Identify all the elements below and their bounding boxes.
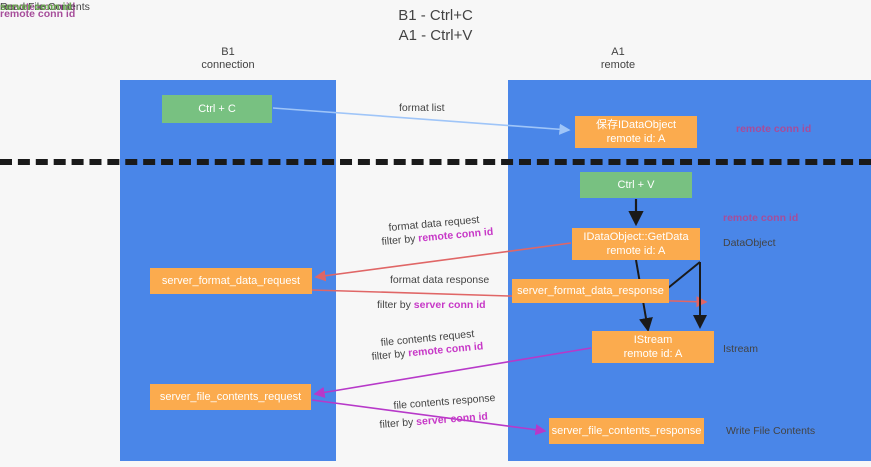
arrow-format-data-request [314,242,572,282]
side-label-server-conn-id-left-1: server conn id [0,1,72,13]
arrow-file-contents-response [311,399,547,436]
edge-label-format-list-text: format list [399,102,445,114]
node-ctrl-c-label: Ctrl + C [198,103,236,115]
title-line-1: B1 - Ctrl+C [398,7,473,24]
node-getdata-sub: remote id: A [606,245,666,257]
node-server-format-data-request[interactable]: server_format_data_request [150,268,312,294]
arrow-file-contents-request [313,347,592,398]
node-server-file-contents-response[interactable]: server_file_contents_response [549,418,704,444]
node-server-file-contents-request[interactable]: server_file_contents_request [150,384,311,410]
lane-a1-name: A1 [611,46,625,58]
edge-label-format-data-response: format data response [390,273,489,287]
node-ctrl-v-label: Ctrl + V [617,179,655,191]
filter-prefix: filter by [381,232,419,248]
node-server-format-data-response-label: server_format_data_response [517,285,664,297]
side-label-write-file-contents: Write File Contents [726,425,816,437]
node-save-idataobject-sub: remote id: A [606,133,666,145]
edge-label-format-list: format list [399,101,445,115]
title-line-2: A1 - Ctrl+V [398,27,473,44]
node-ctrl-v[interactable]: Ctrl + V [580,172,692,198]
lane-a1-sub: remote [600,59,636,71]
node-server-format-data-request-label: server_format_data_request [161,275,301,287]
node-istream[interactable]: IStream remote id: A [592,331,714,363]
filter-key-server-conn-id: server conn id [413,299,486,311]
edge-filter-format-data-response: filter by server conn id [377,298,486,312]
lane-b1-sub: connection [201,59,255,71]
side-label-dataobject: DataObject [723,237,776,249]
side-label-remote-conn-id-left-1: remote conn id [0,1,76,13]
side-label-istream: Istream [723,343,759,355]
lane-header-b1: B1 connection [148,46,308,72]
side-label-remote-conn-id-mid: remote conn id [723,212,799,224]
node-save-idataobject[interactable]: 保存IDataObject remote id: A [575,116,697,148]
node-server-format-data-response[interactable]: server_format_data_response [512,279,669,303]
filter-prefix: filter by [371,347,409,363]
node-ctrl-c[interactable]: Ctrl + C [162,95,272,123]
side-label-read-file-contents: Read File Contents [0,1,90,13]
lane-header-a1: A1 remote [538,46,698,72]
side-label-server-conn-id-left-2: server conn id [0,1,72,13]
arrow-format-list [272,107,571,135]
node-server-file-contents-response-label: server_file_contents_response [551,425,702,437]
side-label-remote-conn-id-top: remote conn id [736,123,812,135]
filter-prefix: filter by [379,416,417,431]
node-istream-sub: remote id: A [623,348,683,360]
edge-label-format-data-response-text: format data response [390,274,490,286]
side-label-remote-conn-id-left-2: remote conn id [0,8,76,20]
diagram-title: B1 - Ctrl+C A1 - Ctrl+V [0,6,871,46]
node-idataobject-getdata[interactable]: IDataObject::GetData remote id: A [572,228,700,260]
node-istream-label: IStream [633,334,673,346]
lane-b1-name: B1 [221,46,235,58]
node-server-file-contents-request-label: server_file_contents_request [159,391,302,403]
filter-prefix: filter by [377,299,414,311]
arrow-response-to-getdata [667,261,701,289]
node-getdata-label: IDataObject::GetData [583,231,689,243]
phase-divider [0,159,871,165]
node-save-idataobject-label: 保存IDataObject [595,119,677,131]
